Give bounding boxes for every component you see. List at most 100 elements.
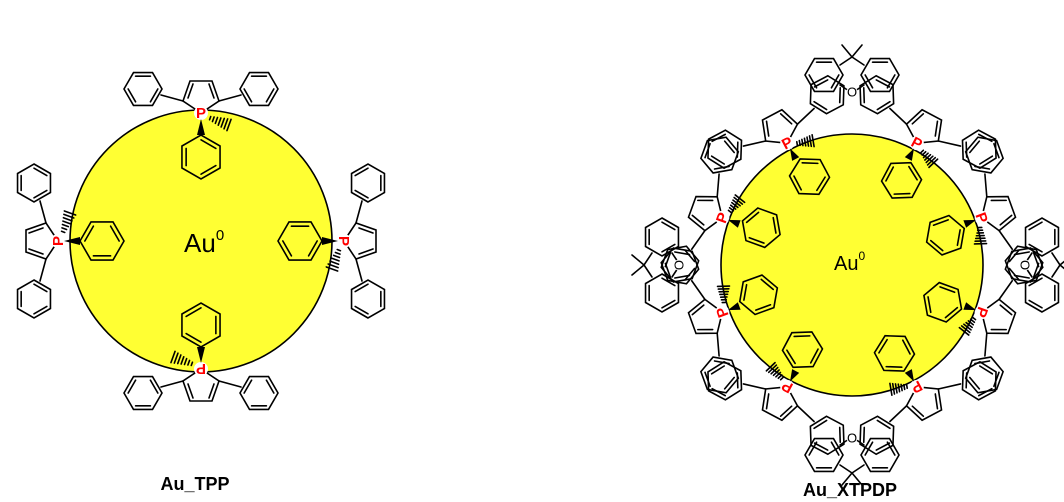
bond xyxy=(984,332,988,357)
bond xyxy=(937,140,962,147)
double-bond xyxy=(674,251,691,256)
hash-bond xyxy=(716,285,731,288)
hash-bond xyxy=(325,266,339,272)
hash-bond xyxy=(170,350,176,364)
double-bond xyxy=(755,303,772,311)
bond xyxy=(28,227,44,234)
bond xyxy=(796,107,815,125)
hash-bond xyxy=(187,359,191,366)
bond xyxy=(1059,254,1064,266)
bond xyxy=(937,383,962,390)
hash-bond xyxy=(60,230,66,234)
benzene-ring xyxy=(788,158,831,196)
double-bond xyxy=(876,100,891,111)
hash-bond xyxy=(334,251,341,255)
bond xyxy=(911,112,925,125)
double-bond xyxy=(939,286,956,294)
benzene-ring xyxy=(660,247,700,285)
xtpdp-phosphole-unit: P xyxy=(859,74,997,199)
bond xyxy=(28,248,44,255)
phosphole-ring xyxy=(25,222,59,260)
phosphorus-label: P xyxy=(196,105,206,122)
bond xyxy=(742,383,767,390)
xanthene-bridge: O xyxy=(631,217,686,313)
wedge-bond xyxy=(197,119,205,135)
double-bond xyxy=(968,140,981,154)
hash-bond xyxy=(719,296,728,298)
bond xyxy=(999,304,1013,316)
au-core-label-right: Au0 xyxy=(834,249,865,275)
bond xyxy=(1051,252,1061,266)
phosphorus-label: P xyxy=(196,360,206,377)
xanthene-bridge: O xyxy=(1018,217,1064,313)
phosphole-ring xyxy=(343,222,377,260)
wedge-bond xyxy=(197,347,205,363)
benzene-ring xyxy=(923,281,963,323)
benzene-ring xyxy=(925,214,966,256)
hash-bond xyxy=(721,301,727,304)
hash-bond xyxy=(958,326,970,336)
tpp-ligand: P xyxy=(277,163,386,319)
double-bond xyxy=(710,155,726,165)
double-bond xyxy=(748,236,765,244)
double-bond xyxy=(661,243,676,253)
double-bond xyxy=(927,296,932,314)
double-bond xyxy=(33,189,48,199)
benzene-ring xyxy=(1024,273,1060,313)
hash-bond xyxy=(223,118,229,130)
bond xyxy=(355,258,363,282)
double-bond xyxy=(993,142,1000,159)
hash-bond xyxy=(332,254,341,259)
hash-bond xyxy=(62,216,73,222)
p-label-backdrop xyxy=(974,305,989,320)
hash-bond xyxy=(960,325,971,334)
hash-bond xyxy=(811,133,815,148)
xtpdp-phosphole-unit: P xyxy=(660,136,781,283)
double-bond xyxy=(736,372,739,389)
bond xyxy=(218,380,242,388)
o-label-backdrop xyxy=(846,431,858,443)
phosphorus-label: P xyxy=(50,236,67,246)
benzene-ring xyxy=(239,71,279,107)
benzene-ring xyxy=(859,74,895,115)
hash-bond xyxy=(795,140,799,146)
phosphole-ring xyxy=(980,195,1017,232)
double-bond xyxy=(801,162,819,165)
hash-bond xyxy=(975,234,985,237)
hash-bond xyxy=(976,232,985,234)
hash-bond xyxy=(767,364,778,374)
hash-bond xyxy=(806,136,810,147)
double-bond xyxy=(876,419,891,430)
bond xyxy=(742,140,767,147)
benzene-ring xyxy=(961,360,997,401)
phosphole-ring xyxy=(687,195,724,232)
bond xyxy=(841,44,853,58)
hash-bond xyxy=(327,263,339,269)
double-bond xyxy=(33,305,48,315)
double-bond xyxy=(149,379,159,394)
hash-bond xyxy=(920,149,925,154)
benzene-ring xyxy=(964,136,1005,174)
benzene-ring xyxy=(16,279,52,319)
double-bond xyxy=(185,332,202,343)
double-bond xyxy=(813,419,828,430)
hash-bond xyxy=(965,321,973,329)
bond xyxy=(690,229,706,251)
hash-bond xyxy=(974,237,986,240)
benzene-ring xyxy=(644,273,680,313)
double-bond xyxy=(864,74,874,89)
double-bond xyxy=(956,229,961,247)
xtpdp-phosphole-unit: P xyxy=(660,247,779,394)
double-bond xyxy=(772,216,777,234)
benzene-ring xyxy=(16,163,52,203)
p-label-backdrop xyxy=(974,210,989,225)
hash-bond xyxy=(61,223,70,228)
benzene-ring xyxy=(804,57,844,93)
benzene-ring xyxy=(707,360,743,401)
hash-bond xyxy=(734,194,746,204)
wedge-bond xyxy=(64,237,80,245)
hash-bond xyxy=(803,137,807,147)
xanthene-bridge: O xyxy=(804,431,900,486)
bond xyxy=(187,83,194,99)
